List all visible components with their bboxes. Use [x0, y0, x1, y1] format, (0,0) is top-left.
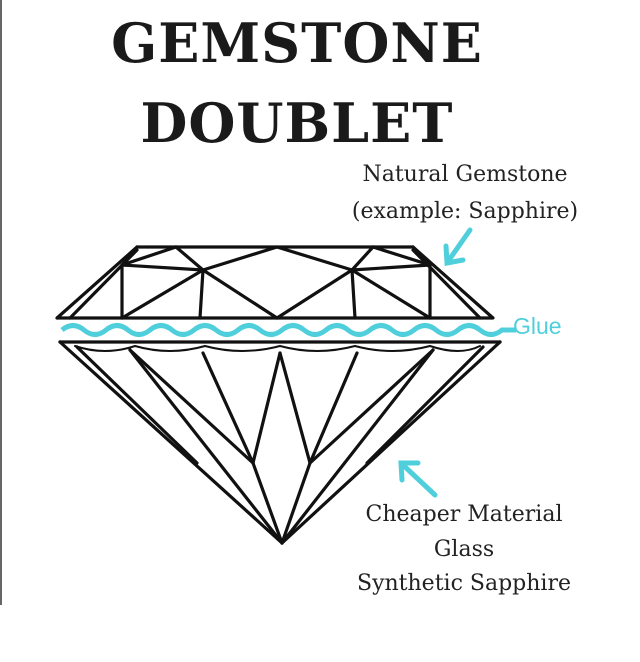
example-sapphire-label: (example: Sapphire)	[352, 199, 578, 224]
synthetic-sapphire-label: Synthetic Sapphire	[357, 571, 571, 596]
cheaper-material-label: Cheaper Material	[366, 502, 563, 527]
arrow-to-pavilion-icon	[398, 460, 438, 498]
natural-gemstone-label: Natural Gemstone	[362, 162, 567, 187]
pavilion-cheaper-material	[58, 340, 502, 545]
arrow-to-crown-icon	[443, 227, 473, 266]
title-line2: DOUBLET	[141, 91, 454, 155]
crown-natural-gemstone	[55, 245, 495, 320]
glass-label: Glass	[434, 537, 494, 562]
glue-layer-wave	[60, 323, 516, 337]
glue-label: Glue	[513, 313, 562, 339]
title-line1: GEMSTONE	[111, 11, 483, 75]
